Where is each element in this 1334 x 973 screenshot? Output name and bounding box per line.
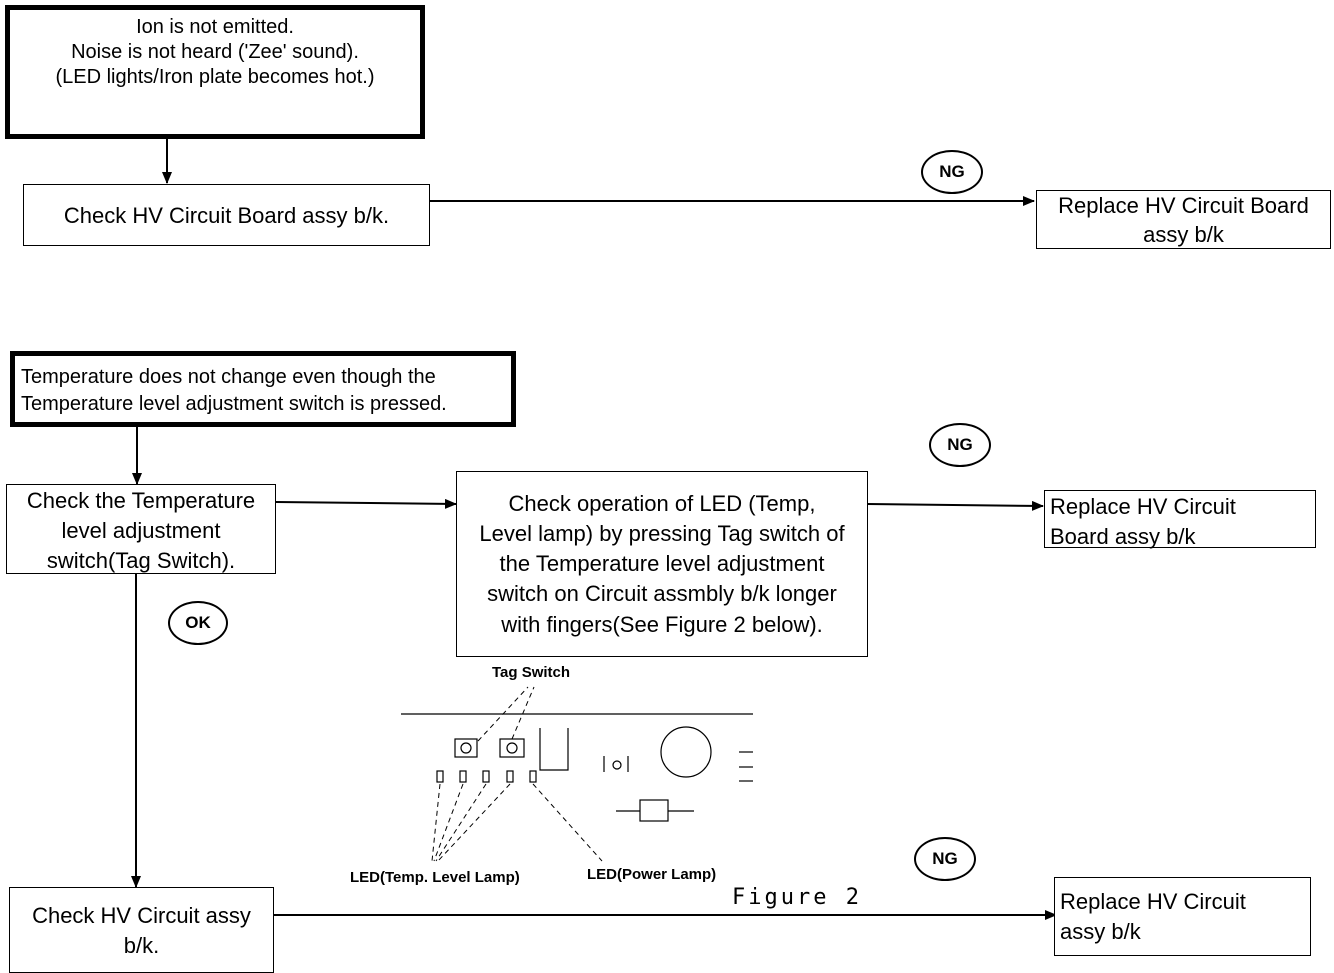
replace-hv-circuit-text: Replace HV Circuit assy b/k <box>1060 889 1246 944</box>
replace-hv-board-box-2: Replace HV Circuit Board assy b/k <box>1044 490 1316 549</box>
start-box-ion-text: Ion is not emitted. Noise is not heard (… <box>55 16 375 88</box>
replace-hv-board-box-1: Replace HV Circuit Board assy b/k <box>1036 190 1331 249</box>
figure2-board-drawing <box>401 713 753 822</box>
start-box-ion-not-emitted: Ion is not emitted. Noise is not heard (… <box>5 5 425 139</box>
figure2-leader-lines <box>431 686 603 862</box>
ng-badge-3: NG <box>914 837 976 881</box>
ng-badge-2: NG <box>929 423 991 467</box>
led-temp-level-label: LED(Temp. Level Lamp) <box>350 869 520 886</box>
check-hv-board-box: Check HV Circuit Board assy b/k. <box>23 184 430 246</box>
figure2-caption: Figure 2 <box>732 885 862 910</box>
replace-hv-board-text-1: Replace HV Circuit Board assy b/k <box>1058 193 1309 247</box>
arrow-switch-to-led-check <box>275 498 457 509</box>
check-hv-circuit-text: Check HV Circuit assy b/k. <box>32 903 251 958</box>
check-temperature-switch-box: Check the Temperature level adjustment s… <box>6 484 276 574</box>
replace-hv-board-text-2: Replace HV Circuit Board assy b/k <box>1050 494 1236 549</box>
start-box-temperature-text: Temperature does not change even though … <box>21 366 447 415</box>
ok-badge: OK <box>168 601 228 645</box>
ng-badge-1: NG <box>921 150 983 194</box>
replace-hv-circuit-box: Replace HV Circuit assy b/k <box>1054 877 1311 956</box>
check-hv-circuit-box: Check HV Circuit assy b/k. <box>9 887 274 973</box>
led-power-label: LED(Power Lamp) <box>587 866 717 883</box>
tag-switch-label: Tag Switch <box>492 664 571 681</box>
arrow-led-check-to-replace <box>866 500 1044 511</box>
check-led-operation-box: Check operation of LED (Temp, Level lamp… <box>456 471 868 657</box>
check-hv-board-text: Check HV Circuit Board assy b/k. <box>63 203 390 228</box>
check-temperature-switch-text: Check the Temperature level adjustment s… <box>26 488 256 573</box>
start-box-temperature-no-change: Temperature does not change even though … <box>10 351 516 427</box>
check-led-operation-text: Check operation of LED (Temp, Level lamp… <box>479 491 845 637</box>
